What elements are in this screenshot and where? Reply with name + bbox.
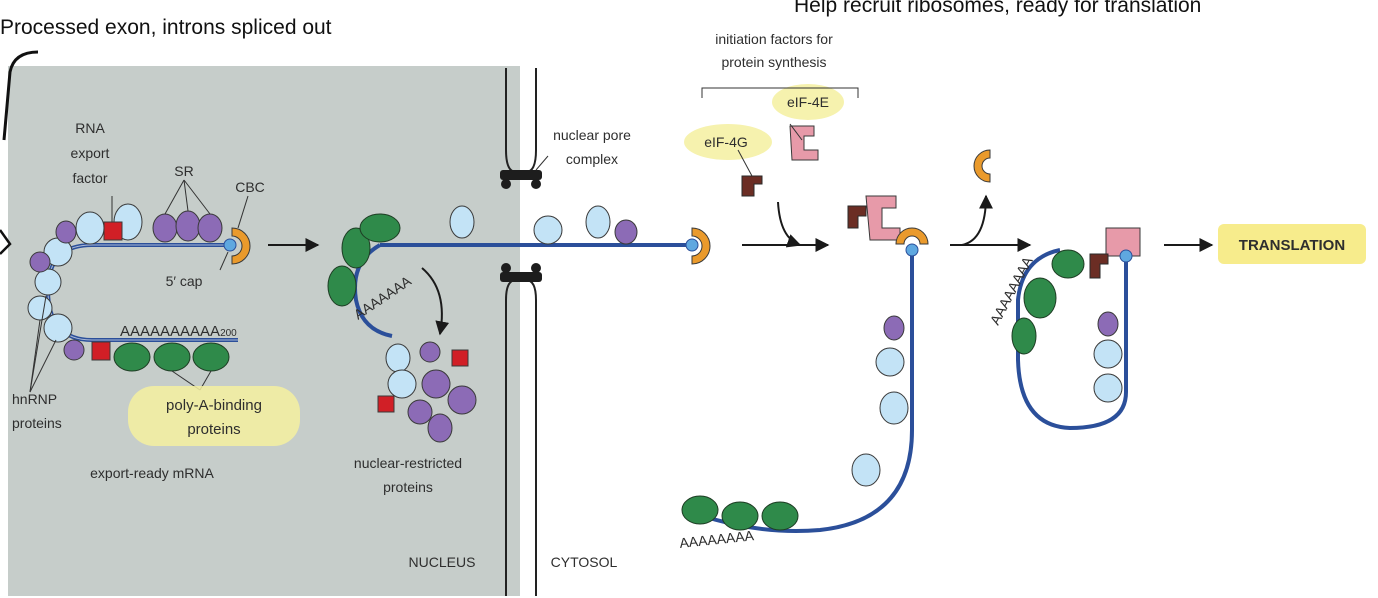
poly-a-binding-protein — [1051, 249, 1085, 279]
export-factor-label-1: RNA — [75, 120, 105, 136]
cbc-label: CBC — [235, 179, 265, 195]
poly-a-binding-protein — [761, 501, 799, 531]
nuclear-pore-complex-bottom — [500, 263, 542, 282]
hnrnp-protein — [34, 268, 62, 296]
sr-protein — [883, 315, 905, 341]
arrow-release — [421, 267, 450, 336]
export-ready-mrna — [27, 179, 251, 393]
cytosolic-mrna — [681, 195, 929, 533]
sr-label: SR — [174, 163, 193, 179]
eif4g-highlight — [684, 124, 772, 160]
hnrnp-protein — [27, 295, 53, 321]
poly-a-binding-protein — [113, 342, 151, 372]
annotation-top-right: Help recruit ribosomes, ready for transl… — [794, 0, 1201, 17]
released-cbc — [973, 149, 991, 183]
poly-a-binding-protein — [1011, 317, 1037, 355]
hnrnp-label-2: proteins — [12, 415, 62, 431]
arrow-cbc-release — [961, 194, 993, 246]
hnrnp-protein — [1093, 339, 1123, 369]
nucleus-region — [8, 66, 506, 596]
sr-protein — [55, 220, 77, 244]
five-prime-cap — [905, 243, 919, 257]
init-factors-label-1: initiation factors for — [715, 31, 833, 47]
sr-protein — [29, 251, 51, 273]
hnrnp-protein — [533, 215, 563, 245]
eif4e-highlight — [772, 84, 844, 120]
export-factor-label-2: export — [71, 145, 110, 161]
hnrnp-protein — [875, 347, 905, 377]
poly-a-tail-label: AAAAAAAAAA200 — [120, 323, 237, 340]
poly-a-binding-protein — [721, 501, 759, 531]
pore-label-leader — [535, 155, 549, 171]
eif4g-protein — [847, 205, 867, 229]
cbc-cap-binding-complex — [691, 227, 711, 265]
cbc-cap-binding-complex — [231, 227, 251, 265]
hnrnp-protein — [75, 211, 105, 245]
eif4g-leader — [737, 149, 753, 177]
cbc-cap-binding-complex — [895, 227, 929, 245]
sr-protein — [1097, 311, 1119, 337]
pabp-highlight — [128, 386, 300, 446]
hnrnp-protein — [851, 453, 881, 487]
translation-box — [1218, 224, 1366, 264]
hnrnp-protein — [879, 391, 909, 425]
circularized-mrna — [1011, 227, 1141, 431]
pabp-label-1: poly-A-binding — [166, 397, 262, 414]
nuclear-restricted-label-1: nuclear-restricted — [354, 455, 462, 471]
poly-a-binding-protein — [1023, 277, 1057, 319]
nucleus-label: NUCLEUS — [409, 554, 476, 570]
nuclear-restricted-proteins — [377, 341, 477, 443]
sr-protein — [152, 213, 178, 243]
nucleus-region-right — [506, 66, 520, 596]
nuclear-restricted-label-2: proteins — [383, 479, 433, 495]
hnrnp-protein — [585, 205, 611, 239]
pabp-label-2: proteins — [187, 421, 240, 438]
eif4e-protein — [789, 125, 819, 161]
sr-protein — [175, 210, 201, 242]
export-factor-label-3: factor — [72, 170, 107, 186]
init-factors-label-2: protein synthesis — [721, 54, 826, 70]
eif4e-leader — [789, 123, 803, 141]
eif4e-label: eIF-4E — [787, 94, 829, 110]
cytosol-label: CYTOSOL — [551, 554, 618, 570]
five-cap-label: 5′ cap — [166, 273, 203, 289]
sr-protein — [197, 213, 223, 243]
poly-a-binding-protein — [153, 342, 191, 372]
hnrnp-protein — [1093, 373, 1123, 403]
poly-a-bottom-label: AAAAAAAA — [679, 527, 756, 551]
arrow-factor-join — [777, 201, 802, 248]
poly-a-binding-protein — [341, 227, 371, 269]
five-prime-cap — [685, 238, 699, 252]
eif4g-protein — [1089, 253, 1109, 279]
eif4g-protein — [741, 175, 763, 197]
annotation-arrow — [0, 229, 12, 255]
hnrnp-label-1: hnRNP — [12, 391, 57, 407]
hnrnp-protein — [449, 205, 475, 239]
mrna-in-pore — [327, 205, 711, 338]
rna-export-factor — [91, 341, 111, 361]
poly-a-binding-protein — [359, 213, 401, 243]
poly-a-binding-protein — [327, 265, 357, 307]
rna-export-factor — [103, 221, 123, 241]
eif4g-label: eIF-4G — [704, 134, 748, 150]
pore-label-1: nuclear pore — [553, 127, 631, 143]
sr-protein — [63, 339, 85, 361]
annotation-top-left: Processed exon, introns spliced out — [0, 16, 332, 39]
five-prime-cap — [223, 238, 237, 252]
eif4e-protein — [865, 195, 901, 241]
annotation-hook — [2, 50, 39, 141]
poly-a-binding-protein — [192, 342, 230, 372]
pore-label-2: complex — [566, 151, 618, 167]
export-ready-label: export-ready mRNA — [90, 465, 214, 481]
sr-protein — [614, 219, 638, 245]
hnrnp-protein — [43, 313, 73, 343]
five-prime-cap — [1119, 249, 1133, 263]
init-factors-bracket — [701, 87, 859, 98]
nuclear-pore-complex-top — [500, 170, 542, 189]
translation-label: TRANSLATION — [1239, 237, 1345, 254]
poly-a-binding-protein — [681, 495, 719, 525]
